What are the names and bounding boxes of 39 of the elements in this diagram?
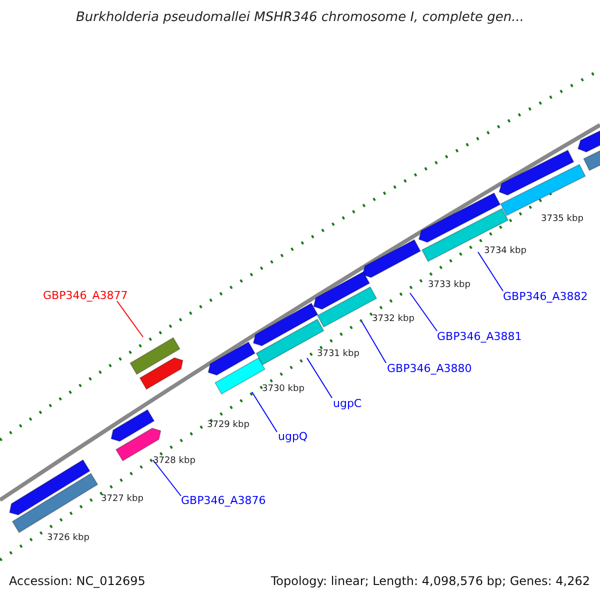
gene-feature	[130, 337, 180, 375]
gene-feature	[139, 357, 184, 390]
leader-line	[410, 292, 438, 332]
scale-label: 3733 kbp	[428, 280, 470, 291]
gene-label: GBP346_A3877	[43, 289, 128, 302]
scale-label: 3729 kbp	[207, 420, 250, 431]
gene-feature	[208, 341, 256, 376]
leader-line	[362, 322, 386, 364]
scale-label: 3734 kbp	[484, 246, 526, 257]
gene-feature	[12, 472, 98, 534]
scale-label: 3732 kbp	[372, 314, 414, 325]
scale-label: 3731 kbp	[317, 349, 360, 360]
summary-text: Topology: linear; Length: 4,098,576 bp; Genes: 4,262	[270, 574, 590, 588]
gene-feature	[362, 239, 422, 278]
gene-feature	[9, 459, 90, 516]
scale-label: 3728 kbp	[153, 456, 196, 467]
gene-feature	[313, 271, 370, 310]
accession-text: Accession: NC_012695	[9, 574, 146, 588]
gene-label: ugpC	[333, 397, 362, 410]
gene-label: ugpQ	[278, 430, 308, 444]
leader-line	[152, 460, 182, 496]
leader-line	[306, 358, 332, 398]
gene-label: GBP346_A3881	[437, 330, 522, 344]
scale-label: 3730 kbp	[262, 384, 304, 395]
gene-feature	[498, 150, 574, 196]
gene-feature	[252, 302, 318, 346]
gene-label: GBP346_A3876	[181, 494, 266, 508]
gene-feature	[418, 192, 501, 243]
gene-label: GBP346_A3882	[503, 290, 588, 304]
scale-label: 3727 kbp	[101, 494, 144, 505]
leader-line	[478, 252, 504, 292]
gene-label: GBP346_A3880	[387, 362, 472, 376]
title: Burkholderia pseudomallei MSHR346 chromosome I, complete gen...	[74, 10, 526, 26]
scale-label: 3735 kbp	[541, 214, 584, 225]
leader-line	[116, 300, 144, 338]
gene-feature	[110, 409, 155, 442]
leader-line	[252, 392, 278, 432]
gene-feature	[421, 208, 509, 262]
scale-label: 3726 kbp	[47, 533, 90, 544]
